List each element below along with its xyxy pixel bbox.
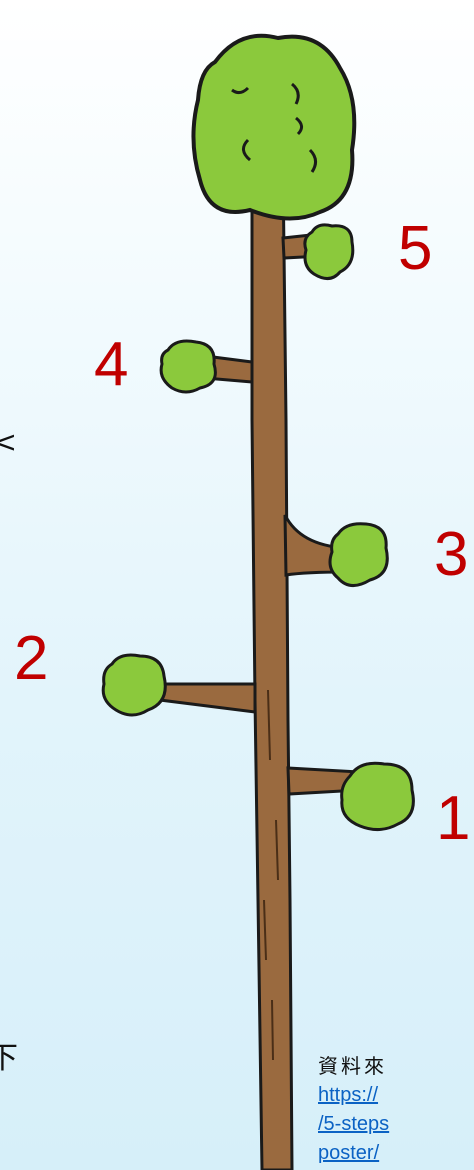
foliage-4 [159, 339, 217, 394]
source-link-line-2[interactable]: /5-steps [318, 1113, 390, 1135]
step-number-5: 5 [398, 214, 433, 283]
foliage-5 [303, 223, 355, 280]
source-link-line-3[interactable]: poster/ [318, 1142, 380, 1164]
step-number-1: 1 [436, 784, 471, 853]
source-citation: 資料來 https:// /5-steps poster/ [318, 1052, 474, 1168]
tree-crown [191, 33, 357, 221]
foliage-3 [328, 522, 389, 587]
foliage-1 [340, 761, 415, 831]
edge-glyph-bottom: 下 [0, 1041, 18, 1076]
source-label: 資料來 [318, 1054, 387, 1078]
branch-2 [158, 682, 257, 714]
step-number-4: 4 [94, 330, 129, 399]
trunk-bark-lines [263, 689, 279, 1061]
foliage-2 [101, 653, 167, 717]
edge-glyph-top: < [0, 425, 18, 460]
step-number-3: 3 [434, 520, 469, 589]
step-number-2: 2 [14, 624, 49, 693]
source-link-line-1[interactable]: https:// [318, 1084, 379, 1106]
tree-trunk [250, 166, 294, 1170]
crown-detail-lines [231, 82, 317, 173]
